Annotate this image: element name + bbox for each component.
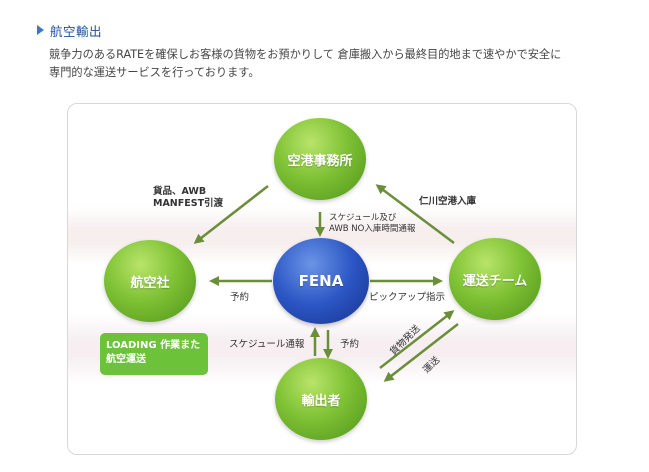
description-text: 競争力のあるRATEを確保しお客様の貨物をお預かりして 倉庫搬入から最終目的地ま… <box>49 48 562 79</box>
arrow-exporter-to-transport <box>379 310 455 369</box>
loading-note-box: LOADING 作業また 航空運送 <box>100 333 208 375</box>
label-reservation-left: 予約 <box>230 292 250 303</box>
node-fena: FENA <box>273 238 369 324</box>
node-airport-office: 空港事務所 <box>274 118 366 200</box>
arrow-transport-to-airport <box>375 184 455 244</box>
arrow-airport-to-airline <box>193 185 269 244</box>
node-transport-team: 運送チーム <box>449 238 541 320</box>
section-title: 航空輸出 <box>50 23 103 39</box>
triangle-bullet-icon <box>37 25 44 35</box>
node-exporter: 輸出者 <box>275 358 367 440</box>
label-pickup-instruction: ピックアップ指示 <box>369 292 446 303</box>
section-header: 航空輸出 <box>37 20 102 40</box>
label-schedule-awb: スケジュール及び AWB NO入庫時間通報 <box>329 213 416 234</box>
label-goods-awb: 貨品、AWB MANFEST引渡 <box>153 186 224 209</box>
label-reservation-bottom: 予約 <box>340 339 360 350</box>
label-incheon-warehouse: 仁川空港入庫 <box>419 196 477 207</box>
node-airline: 航空社 <box>104 240 196 322</box>
arrow-transport-to-exporter <box>383 323 459 382</box>
label-schedule-notice: スケジュール通報 <box>229 339 305 350</box>
